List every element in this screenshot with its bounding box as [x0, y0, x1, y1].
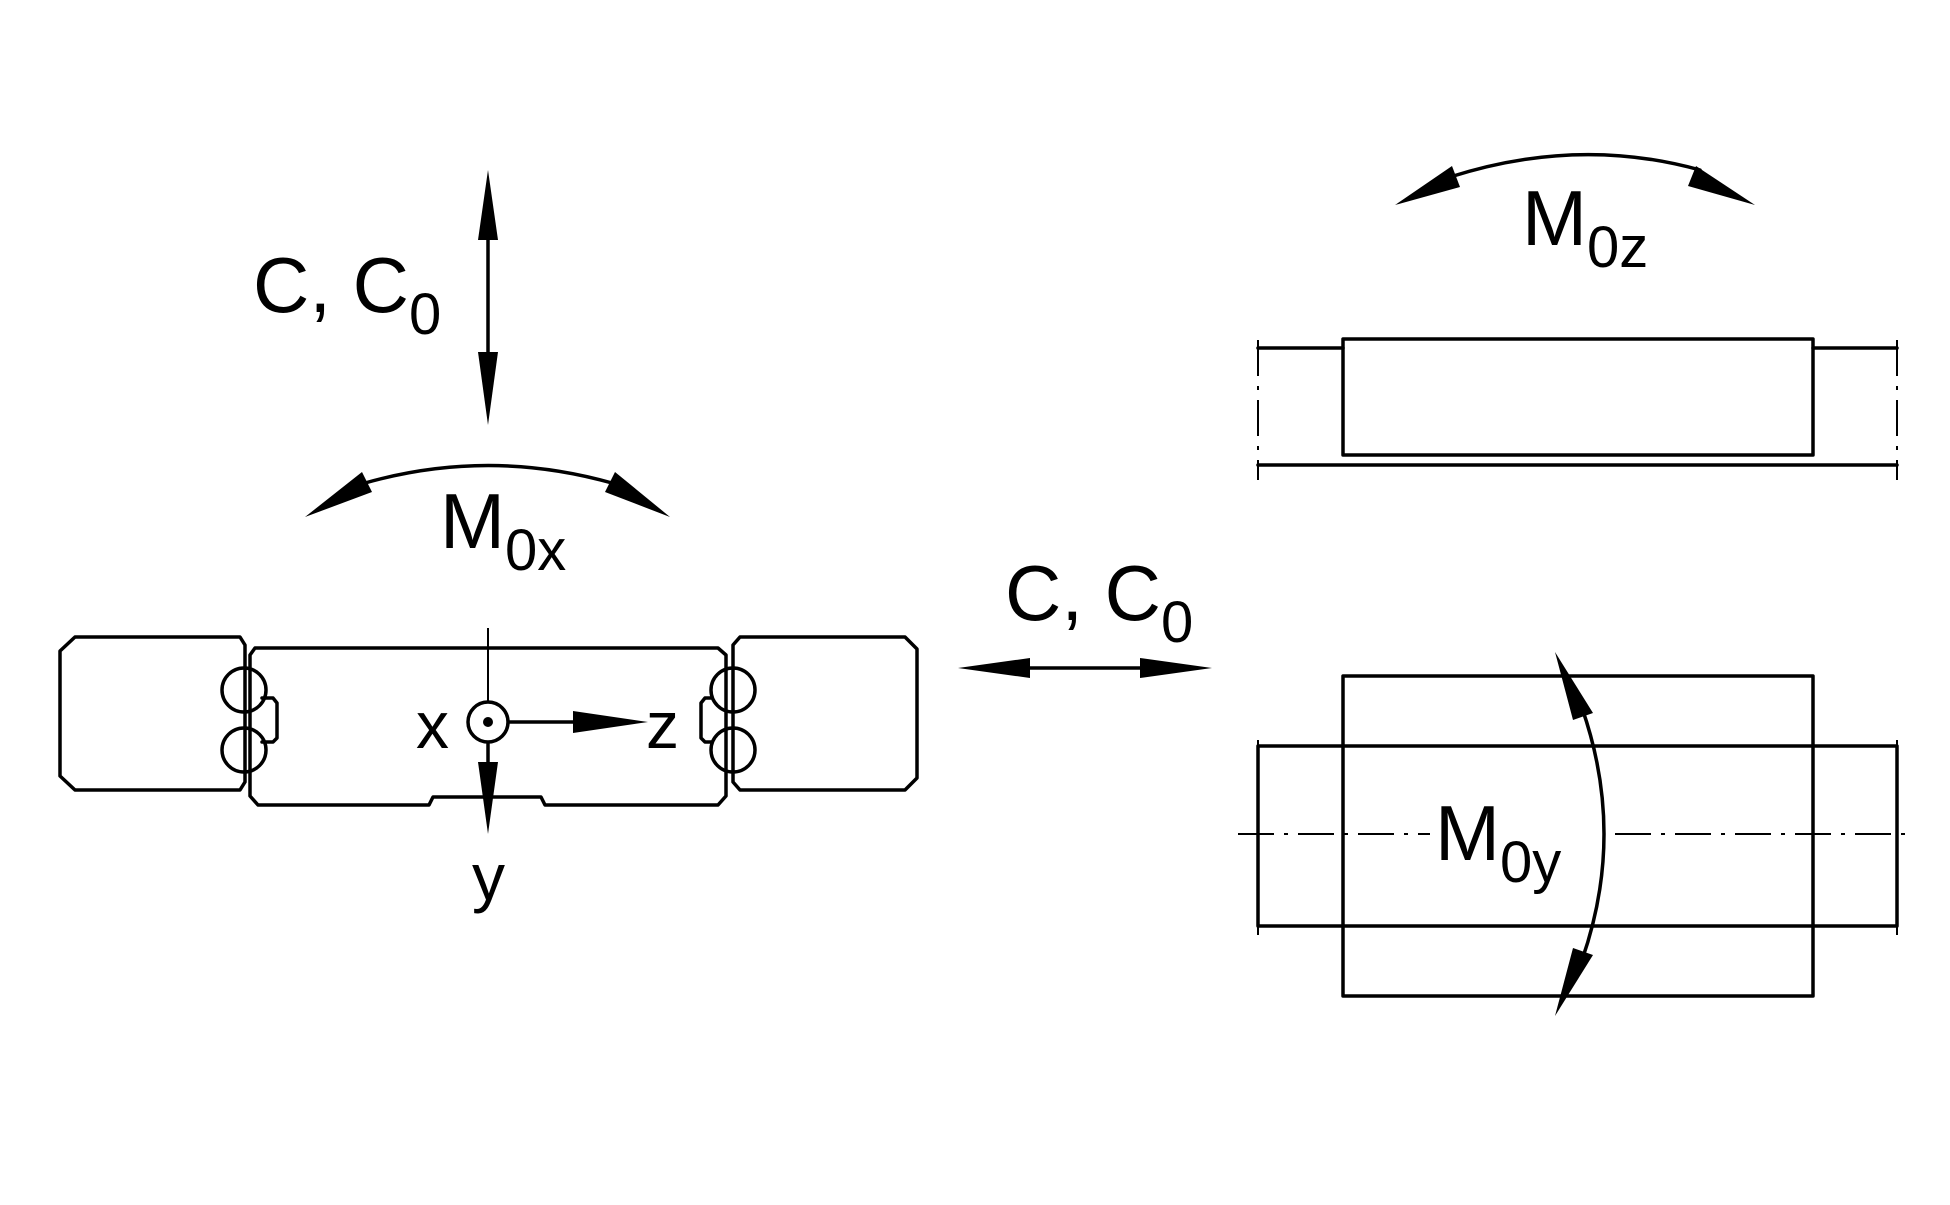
horizontal-load-arrow [958, 658, 1212, 678]
top-view-rail-and-block [1256, 337, 1899, 480]
axis-x-label: x [416, 688, 449, 762]
vertical-load-arrow [478, 170, 498, 425]
bearing-cross-section [58, 635, 919, 807]
axis-z-label: z [646, 688, 679, 762]
m0z-label: M0z [1522, 174, 1648, 280]
axis-y-label: y [472, 840, 505, 914]
m0z-moment-arc [1395, 152, 1755, 205]
m0y-label: M0y [1435, 789, 1561, 895]
coordinate-system [466, 628, 648, 834]
m0y-moment-arc [1555, 652, 1606, 1016]
m0x-label: M0x [440, 477, 566, 583]
horizontal-load-label: C, C0 [1005, 549, 1193, 655]
vertical-load-label: C, C0 [253, 241, 441, 347]
side-view-rail-and-block [1238, 674, 1915, 998]
m0x-moment-arc [305, 463, 670, 517]
